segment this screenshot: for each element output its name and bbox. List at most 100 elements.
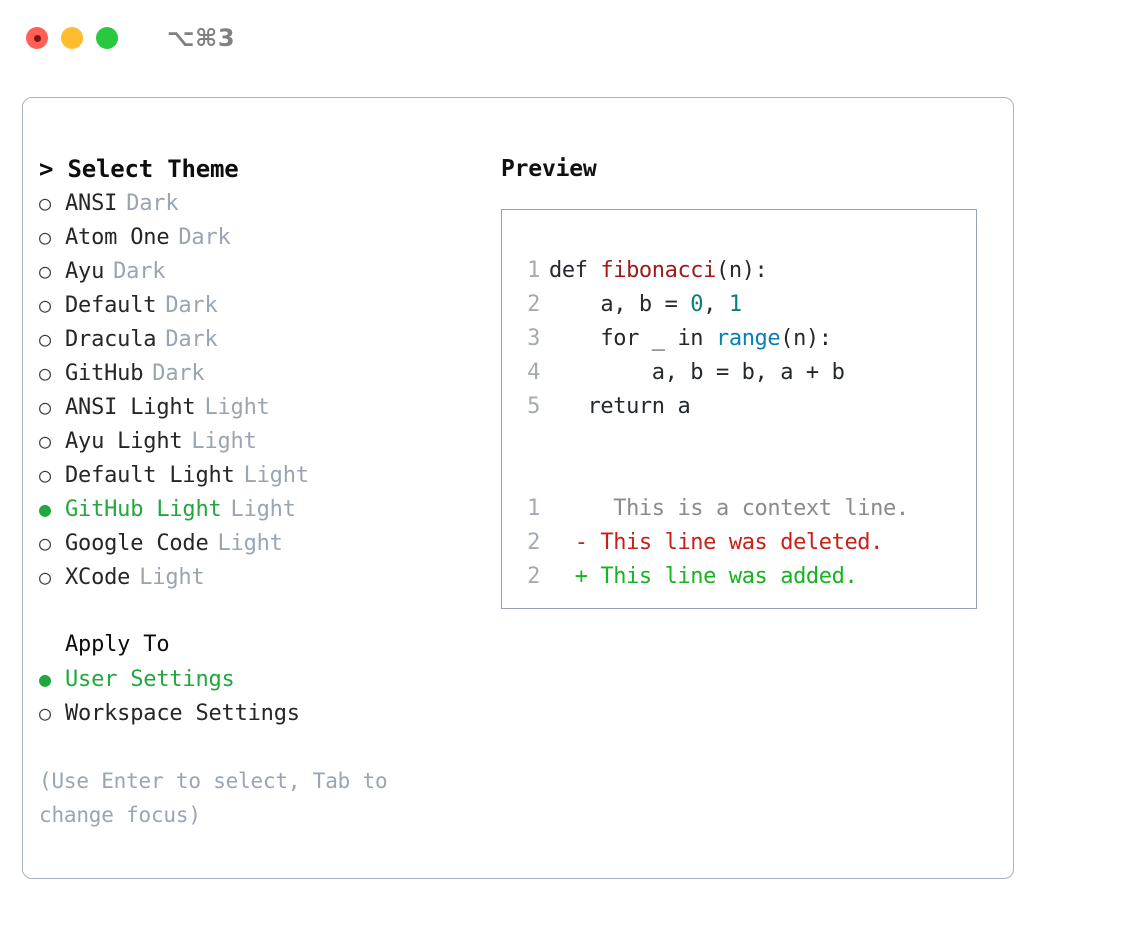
theme-item-label: Default [65,293,157,318]
theme-item-label: Atom One [65,225,170,250]
radio-unselected-icon: ○ [39,701,51,725]
theme-item-label: ANSI [65,191,118,216]
theme-item-1[interactable]: ○ Atom One Dark [39,220,489,254]
code-line: 2 a, b = 0, 1 [518,288,909,322]
apply-to-list[interactable]: ● User Settings ○ Workspace Settings [39,662,489,730]
page-title: > Select Theme [39,155,239,183]
theme-variant-tag: Light [191,429,257,454]
radio-unselected-icon: ○ [39,259,51,283]
theme-item-label: Google Code [65,531,209,556]
apply-to-item-label: Workspace Settings [65,701,300,726]
theme-variant-tag: Dark [113,259,166,284]
diff-line: 2 - This line was deleted. [518,526,909,560]
theme-item-label: XCode [65,565,131,590]
diff-marker [549,496,588,521]
line-number: 2 [527,530,540,555]
line-number: 5 [527,394,540,419]
diff-text: This line was added. [587,564,858,589]
code-token: range [716,326,781,351]
apply-to-item-0[interactable]: ● User Settings [39,662,489,696]
code-token: (n): [716,258,768,283]
theme-item-2[interactable]: ○ Ayu Dark [39,254,489,288]
theme-variant-tag: Dark [165,293,218,318]
theme-variant-tag: Light [243,463,309,488]
theme-item-10[interactable]: ○ Google Code Light [39,526,489,560]
theme-item-6[interactable]: ○ ANSI Light Light [39,390,489,424]
theme-item-0[interactable]: ○ ANSI Dark [39,186,489,220]
window-controls [26,27,118,49]
keyboard-shortcut-label: ⌥⌘3 [167,24,236,52]
radio-unselected-icon: ○ [39,225,51,249]
diff-text: This is a context line. [587,496,909,521]
code-token: a, b = [549,292,691,317]
code-line: 3 for _ in range(n): [518,322,909,356]
theme-item-11[interactable]: ○ XCode Light [39,560,489,594]
theme-variant-tag: Dark [126,191,179,216]
line-number: 1 [527,496,540,521]
theme-variant-tag: Light [217,531,283,556]
theme-item-7[interactable]: ○ Ayu Light Light [39,424,489,458]
theme-variant-tag: Light [204,395,270,420]
theme-item-3[interactable]: ○ Default Dark [39,288,489,322]
apply-to-item-label: User Settings [65,667,235,692]
code-token: (n): [780,326,832,351]
radio-unselected-icon: ○ [39,191,51,215]
radio-unselected-icon: ○ [39,429,51,453]
close-button[interactable] [26,27,48,49]
radio-selected-icon: ● [39,667,51,691]
radio-unselected-icon: ○ [39,565,51,589]
code-line: 5 return a [518,390,909,424]
radio-unselected-icon: ○ [39,395,51,419]
theme-variant-tag: Light [139,565,205,590]
apply-to-title: Apply To [65,632,170,657]
code-token: 1 [728,292,742,317]
code-blank-line [518,458,909,492]
code-blank-line [518,424,909,458]
code-token: return a [549,394,691,419]
theme-item-label: GitHub Light [65,497,222,522]
preview-title: Preview [501,156,597,182]
theme-item-label: Dracula [65,327,157,352]
maximize-button[interactable] [96,27,118,49]
theme-variant-tag: Light [230,497,296,522]
group-spacer [39,594,489,628]
code-token: , [703,292,729,317]
line-number: 4 [527,360,540,385]
apply-to-item-1[interactable]: ○ Workspace Settings [39,696,489,730]
code-token: def [549,258,601,283]
diff-text: This line was deleted. [587,530,883,555]
diff-line: 2 + This line was added. [518,560,909,594]
diff-marker: - [549,530,588,555]
theme-variant-tag: Dark [152,361,205,386]
theme-variant-tag: Dark [165,327,218,352]
line-number: 3 [527,326,540,351]
radio-unselected-icon: ○ [39,531,51,555]
radio-unselected-icon: ○ [39,463,51,487]
line-number: 1 [527,258,540,283]
radio-unselected-icon: ○ [39,293,51,317]
code-token: a, b = b, a + b [549,360,845,385]
title-bar: ⌥⌘3 [0,0,1140,76]
theme-item-label: Ayu Light [65,429,183,454]
line-number: 2 [527,564,540,589]
diff-marker: + [549,564,588,589]
theme-variant-tag: Dark [178,225,231,250]
code-line: 4 a, b = b, a + b [518,356,909,390]
theme-item-label: GitHub [65,361,144,386]
theme-item-label: ANSI Light [65,395,196,420]
theme-item-label: Ayu [65,259,105,284]
minimize-button[interactable] [61,27,83,49]
code-token: for _ in [549,326,716,351]
code-token: fibonacci [600,258,716,283]
